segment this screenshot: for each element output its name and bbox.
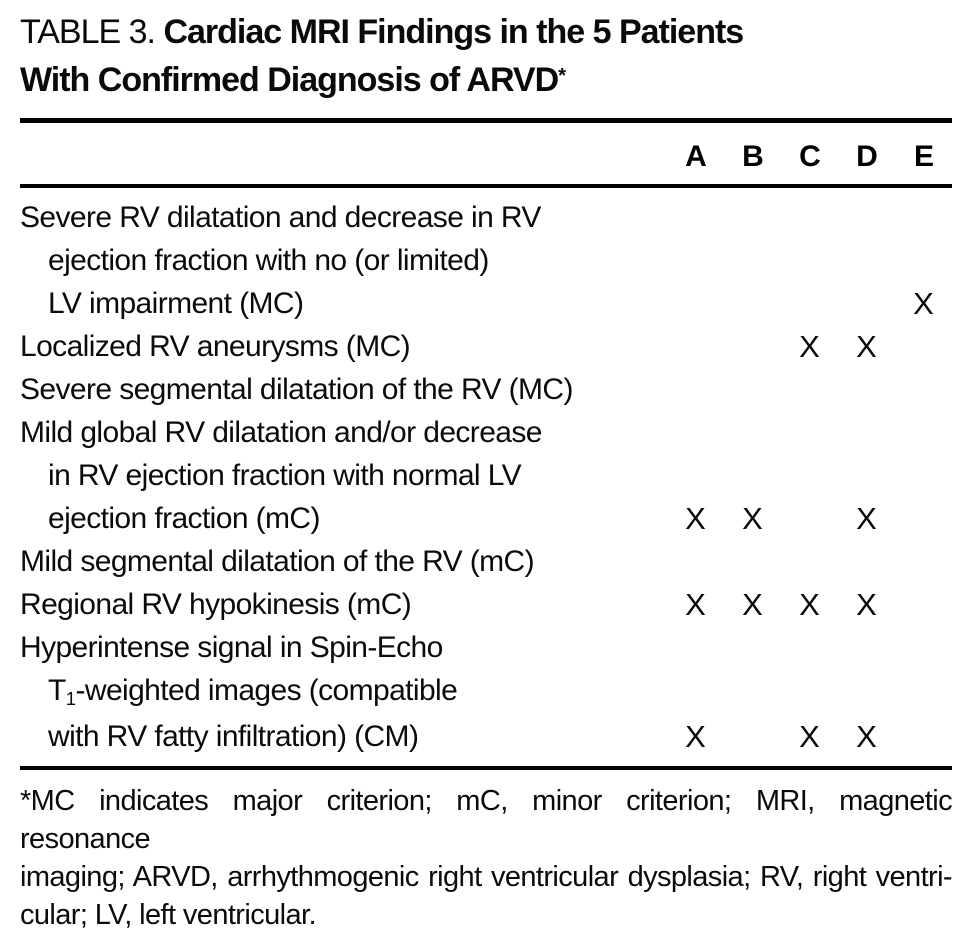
mark-cell-a: X	[685, 587, 706, 622]
row-label-line: Regional RV hypokinesis (mC)	[20, 588, 412, 621]
header-rule	[20, 184, 952, 188]
mark-cell-b: X	[742, 501, 763, 536]
bottom-rule	[20, 766, 952, 770]
row-label-line: with RV fatty infiltration) (CM)	[48, 720, 419, 753]
table-row: Hyperintense signal in Spin-Echo T1-weig…	[20, 626, 952, 758]
row-label: Localized RV aneurysms (MC)	[20, 325, 667, 368]
paper-table-page: TABLE 3. Cardiac MRI Findings in the 5 P…	[20, 8, 953, 931]
column-header-a: A	[685, 139, 707, 173]
footnote-line: cular; LV, left ventricular.	[20, 899, 317, 931]
row-label-line: LV impairment (MC)	[48, 287, 304, 320]
row-label: Hyperintense signal in Spin-Echo T1-weig…	[20, 626, 667, 758]
row-label: Mild global RV dilatation and/or decreas…	[20, 411, 667, 540]
footnote-line: imaging; ARVD, arrhythmogenic right vent…	[20, 861, 953, 893]
row-label-line: Severe RV dilatation and decrease in RV	[20, 201, 541, 234]
mark-cell-b: X	[742, 587, 763, 622]
top-rule	[20, 118, 952, 123]
row-label-line-t1: T1-weighted images (compatible	[20, 669, 667, 715]
table-title-text-2: With Confirmed Diagnosis of ARVD	[20, 61, 559, 99]
t1-rest: -weighted images (compatible	[75, 674, 458, 707]
t1-subscript: 1	[65, 688, 76, 710]
mark-cell-c: X	[799, 329, 820, 364]
row-label-line: ejection fraction with no (or limited)	[48, 244, 489, 277]
table-footnote: *MC indicates major criterion; mC, minor…	[20, 782, 953, 934]
row-label-line: ejection fraction (mC)	[48, 502, 320, 535]
table-title-line-2: With Confirmed Diagnosis of ARVD*	[20, 56, 952, 109]
mark-cell-d: X	[856, 719, 877, 754]
table-row: Mild global RV dilatation and/or decreas…	[20, 411, 952, 540]
row-label-line: Hyperintense signal in Spin-Echo	[20, 631, 443, 664]
row-label-line: Localized RV aneurysms (MC)	[20, 330, 411, 363]
footnote-line: *MC indicates major criterion; mC, minor…	[20, 785, 953, 855]
mark-cell-a: X	[685, 719, 706, 754]
table-number: TABLE 3.	[20, 13, 156, 51]
table-title-text-1: Cardiac MRI Findings in the 5 Patients	[163, 13, 744, 51]
row-label: Regional RV hypokinesis (mC)	[20, 583, 667, 626]
mark-cell-c: X	[799, 719, 820, 754]
row-label-line: Severe segmental dilatation of the RV (M…	[20, 373, 573, 406]
table-row: Severe segmental dilatation of the RV (M…	[20, 368, 952, 411]
table-body: Severe RV dilatation and decrease in RV …	[20, 188, 952, 766]
mark-cell-e: X	[913, 286, 934, 321]
mark-cell-d: X	[856, 329, 877, 364]
row-label: Severe RV dilatation and decrease in RV …	[20, 196, 667, 325]
row-label-line: Mild global RV dilatation and/or decreas…	[20, 416, 542, 449]
row-label: Severe segmental dilatation of the RV (M…	[20, 368, 667, 411]
table-row: Mild segmental dilatation of the RV (mC)	[20, 540, 952, 583]
mark-cell-d: X	[856, 501, 877, 536]
column-header-e: E	[913, 139, 934, 173]
row-label-line: Mild segmental dilatation of the RV (mC)	[20, 545, 535, 578]
column-header-c: C	[799, 139, 821, 173]
title-footnote-marker: *	[558, 64, 566, 87]
table-title-line-1: TABLE 3. Cardiac MRI Findings in the 5 P…	[20, 8, 952, 56]
mark-cell-a: X	[685, 501, 706, 536]
mark-cell-d: X	[856, 587, 877, 622]
table-row: Severe RV dilatation and decrease in RV …	[20, 196, 952, 325]
table-row: Localized RV aneurysms (MC) X X	[20, 325, 952, 368]
row-label-line: in RV ejection fraction with normal LV	[48, 459, 522, 492]
table-title: TABLE 3. Cardiac MRI Findings in the 5 P…	[20, 8, 952, 109]
t1-prefix: T	[48, 674, 66, 707]
mark-cell-c: X	[799, 587, 820, 622]
row-label: Mild segmental dilatation of the RV (mC)	[20, 540, 667, 583]
column-header-d: D	[856, 139, 878, 173]
column-header-row: A B C D E	[20, 123, 952, 184]
table-row: Regional RV hypokinesis (mC) X X X X	[20, 583, 952, 626]
column-header-b: B	[742, 139, 764, 173]
